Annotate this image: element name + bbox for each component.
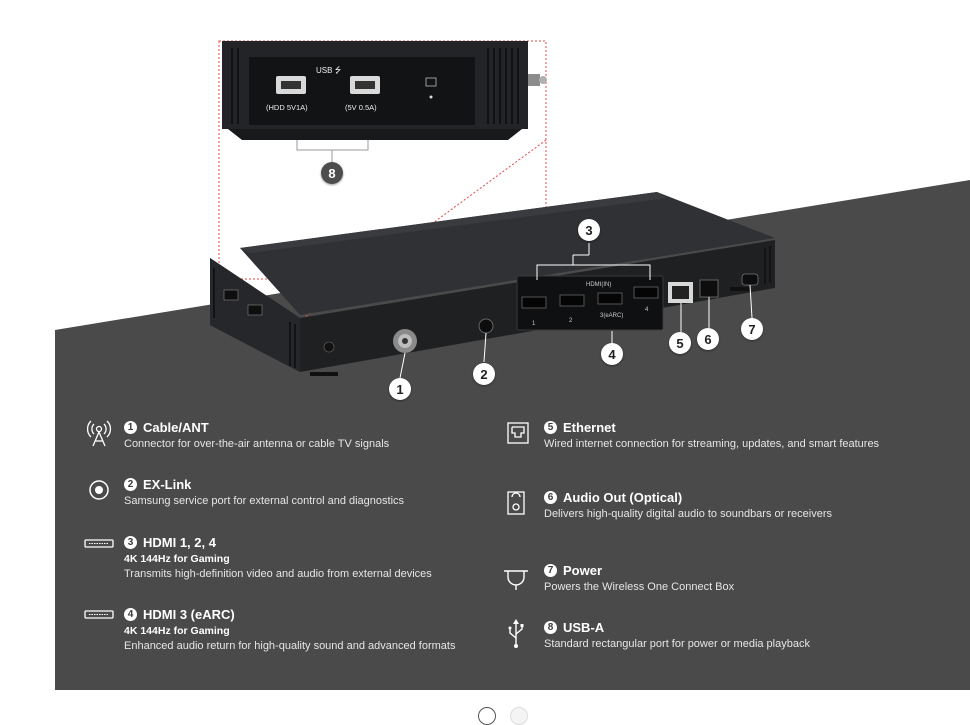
hdmi-port-label: 2 xyxy=(569,318,573,324)
hdmi-header-label: HDMI(IN) xyxy=(586,282,612,288)
feature-description: Wired internet connection for streaming,… xyxy=(544,438,880,450)
feature-description: Connector for over-the-air antenna or ca… xyxy=(124,438,390,450)
hdmi-port-label: 4 xyxy=(645,307,649,313)
feature-description: Delivers high-quality digital audio to s… xyxy=(544,508,832,520)
callout-badge-7: 7 xyxy=(741,318,763,340)
feature-title: EX-Link xyxy=(143,477,192,492)
feature-title: USB-A xyxy=(563,620,605,635)
feature-description: Samsung service port for external contro… xyxy=(124,495,405,507)
feature-cable-ant: 1 Cable/ANT Connector for over-the-air an… xyxy=(124,420,514,450)
usb-icon xyxy=(508,619,524,648)
feature-title: Ethernet xyxy=(563,420,616,435)
usb-panel-header: USB ⭍ xyxy=(316,66,342,75)
feature-hdmi-3-earc: 4 HDMI 3 (eARC) 4K 144Hz for Gaming Enhan… xyxy=(124,607,514,652)
feature-number: 4 xyxy=(124,608,137,621)
feature-ex-link: 2 EX-Link Samsung service port for extern… xyxy=(124,477,514,507)
feature-power: 7 Power Powers the Wireless One Connect B… xyxy=(544,563,934,593)
feature-title: Audio Out (Optical) xyxy=(563,490,683,505)
callout-badge-3: 3 xyxy=(578,219,600,241)
feature-number: 8 xyxy=(544,621,557,634)
ex-link-icon xyxy=(89,480,109,500)
feature-ethernet: 5 Ethernet Wired internet connection for … xyxy=(544,420,934,450)
feature-subtitle: 4K 144Hz for Gaming xyxy=(124,553,230,565)
usb-port-right-label: (5V 0.5A) xyxy=(345,103,377,112)
callout-badge-4: 4 xyxy=(601,343,623,365)
feature-description: Standard rectangular port for power or m… xyxy=(544,638,810,650)
feature-subtitle: 4K 144Hz for Gaming xyxy=(124,625,230,637)
optical-icon xyxy=(507,491,525,515)
callout-badge-2: 2 xyxy=(473,363,495,385)
feature-audio-out-optical: 6 Audio Out (Optical) Delivers high-quali… xyxy=(544,490,934,520)
hdmi-port-label: 3(eARC) xyxy=(600,313,624,319)
callout-badge-1: 1 xyxy=(389,378,411,400)
feature-description: Enhanced audio return for high-quality s… xyxy=(124,640,456,652)
usb-port-left-label: (HDD 5V1A) xyxy=(266,103,308,112)
feature-description: Powers the Wireless One Connect Box xyxy=(544,581,735,593)
feature-title: Cable/ANT xyxy=(143,420,209,435)
power-plug-icon xyxy=(504,570,528,590)
callout-badge-5: 5 xyxy=(669,332,691,354)
feature-number: 3 xyxy=(124,536,137,549)
hdmi-port-label: 1 xyxy=(532,321,536,327)
antenna-icon xyxy=(86,420,112,447)
ethernet-icon xyxy=(507,422,529,444)
feature-number: 5 xyxy=(544,421,557,434)
carousel-dot[interactable] xyxy=(510,707,528,725)
callout-badge-8: 8 xyxy=(321,162,343,184)
feature-description: Transmits high-definition video and audi… xyxy=(124,568,432,580)
callout-badge-6: 6 xyxy=(697,328,719,350)
hdmi-icon xyxy=(84,539,114,548)
hdmi-icon xyxy=(84,610,114,619)
hdmi-bracket xyxy=(536,243,651,280)
feature-title: Power xyxy=(563,563,603,578)
carousel-dot-active[interactable] xyxy=(478,707,496,725)
feature-hdmi-1-2-4: 3 HDMI 1, 2, 4 4K 144Hz for Gaming Transm… xyxy=(124,535,514,580)
feature-number: 6 xyxy=(544,491,557,504)
feature-usb-a: 8 USB-A Standard rectangular port for pow… xyxy=(544,620,934,650)
feature-number: 7 xyxy=(544,564,557,577)
feature-number: 1 xyxy=(124,421,137,434)
feature-title: HDMI 1, 2, 4 xyxy=(143,535,216,550)
one-connect-box xyxy=(210,192,775,376)
feature-number: 2 xyxy=(124,478,137,491)
usb-zoom-panel xyxy=(222,41,547,162)
feature-title: HDMI 3 (eARC) xyxy=(143,607,235,622)
